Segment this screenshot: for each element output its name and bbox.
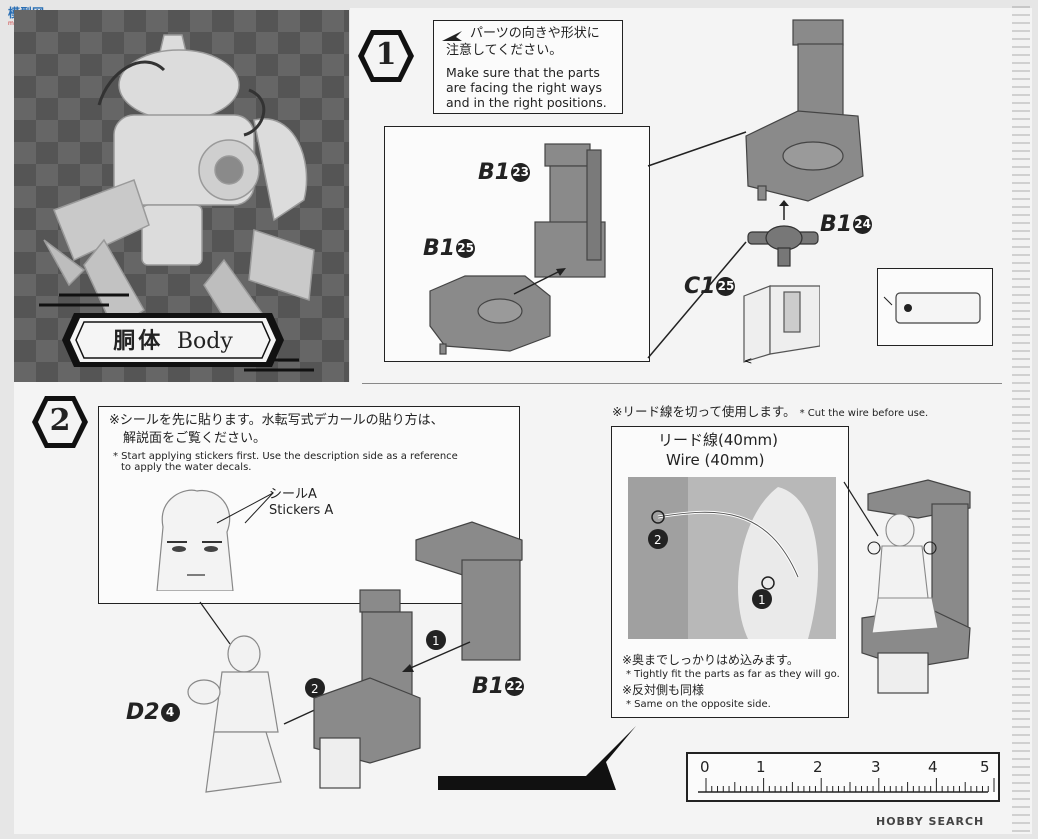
wire-label-en: Wire (40mm) bbox=[666, 451, 765, 469]
wire-detail-box: リード線(40mm) Wire (40mm) 2 1 ※奥までしっかりはめ込みま… bbox=[611, 426, 849, 718]
ruler-label-1: 1 bbox=[756, 758, 766, 776]
section-title-plate: 胴体 Body bbox=[60, 311, 286, 369]
ruler-label-3: 3 bbox=[871, 758, 881, 776]
step-1-number: 1 bbox=[375, 37, 397, 72]
svg-text:<: < bbox=[744, 356, 752, 366]
sticker-note-en-line2: to apply the water decals. bbox=[121, 462, 252, 473]
seat-step-2 bbox=[313, 589, 421, 789]
ruler-label-5: 5 bbox=[980, 758, 990, 776]
step2-marker-1-label: 1 bbox=[432, 634, 440, 648]
step-divider bbox=[362, 383, 1002, 384]
cut-mark-inset bbox=[877, 268, 993, 346]
step2-marker-2-label: 2 bbox=[311, 682, 319, 696]
cloud-ornament bbox=[39, 293, 314, 372]
wire-note-en: * Cut the wire before use. bbox=[799, 408, 929, 419]
hobby-search-watermark: HOBBY SEARCH bbox=[876, 815, 985, 828]
ruler-label-4: 4 bbox=[928, 758, 938, 776]
step-1-caution-box: パーツの向きや形状に 注意してください。 Make sure that the … bbox=[433, 20, 623, 114]
caution-jp-line1: パーツの向きや形状に bbox=[470, 26, 600, 41]
wire-note-jp: ※リード線を切って使用します。 bbox=[612, 404, 796, 419]
part-b1-22-panel bbox=[415, 521, 523, 661]
opposite-note-en: * Same on the opposite side. bbox=[626, 699, 771, 710]
caution-en-line3: and in the right positions. bbox=[446, 95, 607, 110]
robot-figure bbox=[43, 34, 315, 352]
sticker-note-jp-line2: 解説面をご覧ください。 bbox=[123, 431, 267, 446]
ruler-label-0: 0 bbox=[700, 758, 710, 776]
step-2-number: 2 bbox=[49, 403, 71, 438]
wire-detail-photo: 2 1 bbox=[628, 477, 836, 639]
callout-lines bbox=[647, 131, 747, 167]
flow-arrow bbox=[438, 726, 636, 790]
wire-marker-1: 1 bbox=[758, 593, 766, 607]
step-1-marker: 1 bbox=[356, 26, 416, 90]
caution-arrow-icon bbox=[442, 31, 462, 41]
ruler-label-2: 2 bbox=[813, 758, 823, 776]
sticker-note-en-line1: * Start applying stickers first. Use the… bbox=[113, 451, 458, 462]
section-title-en: Body bbox=[176, 329, 233, 354]
page-edge-texture bbox=[1012, 6, 1030, 832]
measurement-ruler: 0 1 2 3 4 5 bbox=[686, 752, 1000, 802]
sticker-note-jp-line1: ※シールを先に貼ります。水転写式デカールの貼り方は、 bbox=[109, 413, 444, 428]
wire-marker-2: 2 bbox=[654, 533, 662, 547]
caution-en-line1: Make sure that the parts bbox=[446, 65, 600, 80]
caution-en-line2: are facing the right ways bbox=[446, 80, 603, 95]
sticker-label-jp: シールA bbox=[269, 487, 317, 502]
fit-note-jp: ※奥までしっかりはめ込みます。 bbox=[622, 653, 799, 667]
assembled-seat-image bbox=[745, 19, 864, 202]
opposite-note-jp: ※反対側も同様 bbox=[622, 683, 705, 697]
part-b1-24-joint bbox=[747, 200, 819, 267]
part-d2-4-pilot bbox=[187, 635, 282, 793]
step-2-marker: 2 bbox=[30, 392, 90, 456]
sticker-label-en: Stickers A bbox=[269, 503, 334, 518]
part-b1-25-base bbox=[429, 275, 551, 355]
face-sticker-image bbox=[156, 489, 234, 591]
assembled-seat-with-pilot bbox=[861, 479, 971, 694]
fit-note-en: * Tightly fit the parts as far as they w… bbox=[626, 669, 840, 680]
section-title-jp: 胴体 bbox=[113, 328, 164, 354]
caution-jp-line2: 注意してください。 bbox=[446, 43, 563, 58]
wire-label-jp: リード線(40mm) bbox=[658, 431, 779, 449]
part-c1-25-bracket: < bbox=[743, 285, 820, 366]
part-b1-23-seat bbox=[534, 143, 606, 278]
